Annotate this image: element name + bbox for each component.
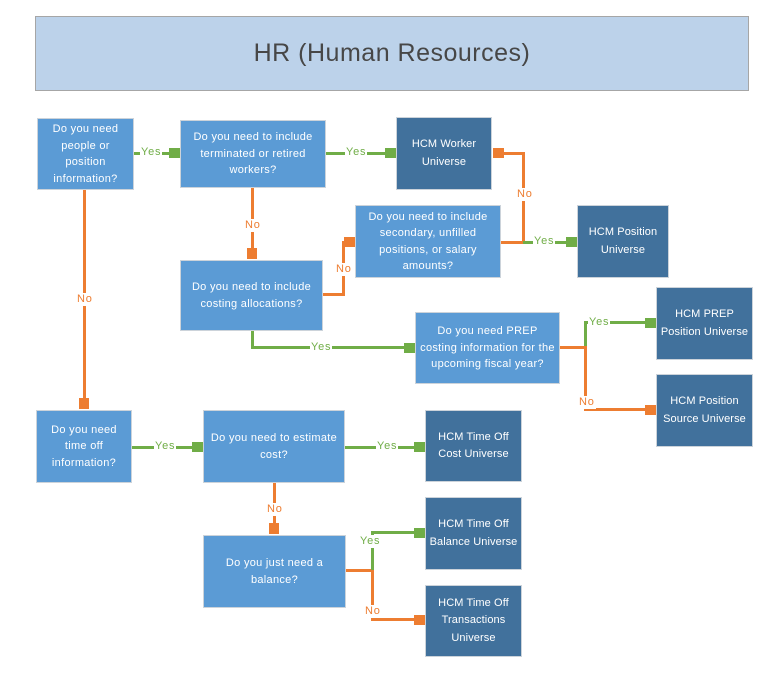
edge-secondary-worker-line-h	[504, 152, 524, 155]
node-u-timeoff-cost-label: HCM Time Off Cost Universe	[438, 430, 509, 460]
edge-estimate-balance-label: No	[266, 503, 284, 516]
edge-prep-positionsource-line-h	[584, 408, 645, 411]
edge-terminated-worker-label: Yes	[345, 146, 368, 159]
edge-prep-prepposition-arrowhead	[645, 318, 656, 328]
edge-people-terminated-arrowhead	[169, 148, 180, 158]
edge-timeoff-estimate-label: Yes	[154, 440, 177, 453]
node-q-terminated: Do you need to include terminated or ret…	[180, 120, 326, 188]
node-u-worker: HCM Worker Universe	[396, 117, 492, 190]
node-q-timeoff: Do you need time off information?	[36, 410, 132, 483]
edge-timeoff-estimate-arrowhead	[192, 442, 203, 452]
node-q-terminated-label: Do you need to include terminated or ret…	[193, 131, 313, 177]
node-q-estimate: Do you need to estimate cost?	[203, 410, 345, 483]
edge-terminated-worker-arrowhead	[385, 148, 396, 158]
edge-people-terminated-label: Yes	[140, 146, 163, 159]
node-u-position-label: HCM Position Universe	[588, 226, 658, 256]
edge-prep-branch-stub	[560, 346, 587, 349]
edge-balance-timeoffbalance-line-v	[371, 532, 374, 570]
node-q-people-label: Do you need people or position informati…	[52, 123, 119, 185]
node-q-secondary-label: Do you need to include secondary, unfill…	[368, 210, 488, 273]
edge-costing-prep-arrowhead	[404, 343, 415, 353]
diagram-title: HR (Human Resources)	[253, 39, 531, 67]
node-q-secondary: Do you need to include secondary, unfill…	[355, 205, 501, 278]
node-u-worker-label: HCM Worker Universe	[411, 138, 477, 168]
edge-costing-prep-label: Yes	[310, 341, 333, 354]
edge-estimate-timeoffcost-label: Yes	[376, 440, 399, 453]
edge-costing-secondary-label: No	[335, 263, 353, 276]
edge-terminated-costing-line	[251, 188, 254, 249]
node-q-prep: Do you need PREP costing information for…	[415, 312, 560, 384]
edge-balance-timeoffbalance-line-h	[371, 531, 414, 534]
header-banner: HR (Human Resources)	[35, 16, 749, 91]
node-u-timeoff-balance: HCM Time Off Balance Universe	[425, 497, 522, 570]
edge-people-timeoff-arrowhead	[79, 398, 89, 409]
edge-secondary-position-label: Yes	[533, 235, 556, 248]
edge-secondary-position-line-stub	[501, 241, 523, 244]
edge-balance-timeoffbalance-arrowhead	[414, 528, 425, 538]
node-u-timeoff-transactions-label: HCM Time Off Transactions Universe	[438, 597, 509, 644]
edge-balance-branch-stub	[346, 569, 373, 572]
node-q-timeoff-label: Do you need time off information?	[51, 423, 117, 469]
edge-terminated-costing-arrowhead	[247, 248, 257, 259]
edge-costing-secondary-arrowhead	[344, 237, 355, 247]
edge-prep-positionsource-label: No	[578, 396, 596, 409]
edge-secondary-worker-label: No	[516, 188, 534, 201]
edge-terminated-costing-label: No	[244, 219, 262, 232]
edge-secondary-position-arrowhead	[566, 237, 577, 247]
node-q-costing: Do you need to include costing allocatio…	[180, 260, 323, 331]
node-q-costing-label: Do you need to include costing allocatio…	[191, 281, 312, 310]
edge-balance-timeofftransactions-line-h	[371, 618, 414, 621]
node-q-estimate-label: Do you need to estimate cost?	[210, 432, 338, 461]
edge-prep-positionsource-arrowhead	[645, 405, 656, 415]
edge-prep-prepposition-line-v	[584, 322, 587, 349]
node-u-timeoff-cost: HCM Time Off Cost Universe	[425, 410, 522, 482]
node-q-balance-label: Do you just need a balance?	[225, 557, 324, 586]
node-u-prep-position-label: HCM PREP Position Universe	[660, 308, 749, 338]
edge-secondary-worker-arrowhead	[493, 148, 504, 158]
node-q-prep-label: Do you need PREP costing information for…	[420, 325, 555, 371]
edge-balance-timeofftransactions-arrowhead	[414, 615, 425, 625]
edge-prep-prepposition-label: Yes	[588, 316, 611, 329]
edge-prep-prepposition-line-h	[584, 321, 645, 324]
node-u-position-source-label: HCM Position Source Universe	[663, 395, 746, 425]
node-u-timeoff-transactions: HCM Time Off Transactions Universe	[425, 585, 522, 657]
node-q-balance: Do you just need a balance?	[203, 535, 346, 608]
edge-prep-positionsource-line-v	[584, 346, 587, 410]
edge-estimate-timeoffcost-arrowhead	[414, 442, 425, 452]
node-u-position: HCM Position Universe	[577, 205, 669, 278]
node-u-timeoff-balance-label: HCM Time Off Balance Universe	[429, 518, 518, 548]
node-u-prep-position: HCM PREP Position Universe	[656, 287, 753, 360]
node-u-position-source: HCM Position Source Universe	[656, 374, 753, 447]
edge-costing-prep-line-v	[251, 331, 254, 347]
edge-balance-timeofftransactions-label: No	[364, 605, 382, 618]
edge-balance-timeofftransactions-line-v	[371, 570, 374, 620]
node-q-people: Do you need people or position informati…	[37, 118, 134, 190]
edge-costing-secondary-line-h1	[323, 293, 344, 296]
edge-people-timeoff-label: No	[76, 293, 94, 306]
edge-estimate-balance-arrowhead	[269, 523, 279, 534]
edge-balance-timeoffbalance-label: Yes	[359, 535, 382, 548]
